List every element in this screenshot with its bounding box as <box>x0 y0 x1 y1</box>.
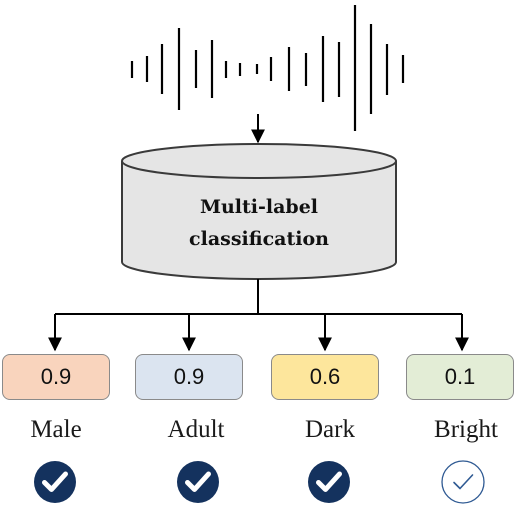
score-box-male: 0.9 <box>2 354 110 400</box>
classifier-label-line1: Multi-label <box>199 196 319 218</box>
score-box-adult: 0.9 <box>135 354 243 400</box>
check-circle-outline-icon <box>441 460 485 504</box>
check-circle-filled-icon <box>34 461 76 503</box>
classifier-label-line2: classification <box>189 228 329 250</box>
check-circle-filled-icon <box>177 461 219 503</box>
label-bright: Bright <box>434 416 498 443</box>
score-box-dark: 0.6 <box>271 354 379 400</box>
label-dark: Dark <box>305 416 355 443</box>
classifier-cylinder <box>121 143 397 280</box>
label-adult: Adult <box>167 416 225 443</box>
score-box-bright: 0.1 <box>406 354 514 400</box>
check-circle-filled-icon <box>308 461 350 503</box>
label-male: Male <box>30 416 82 443</box>
audio-waveform-icon <box>130 5 405 131</box>
output-connector <box>48 279 469 352</box>
